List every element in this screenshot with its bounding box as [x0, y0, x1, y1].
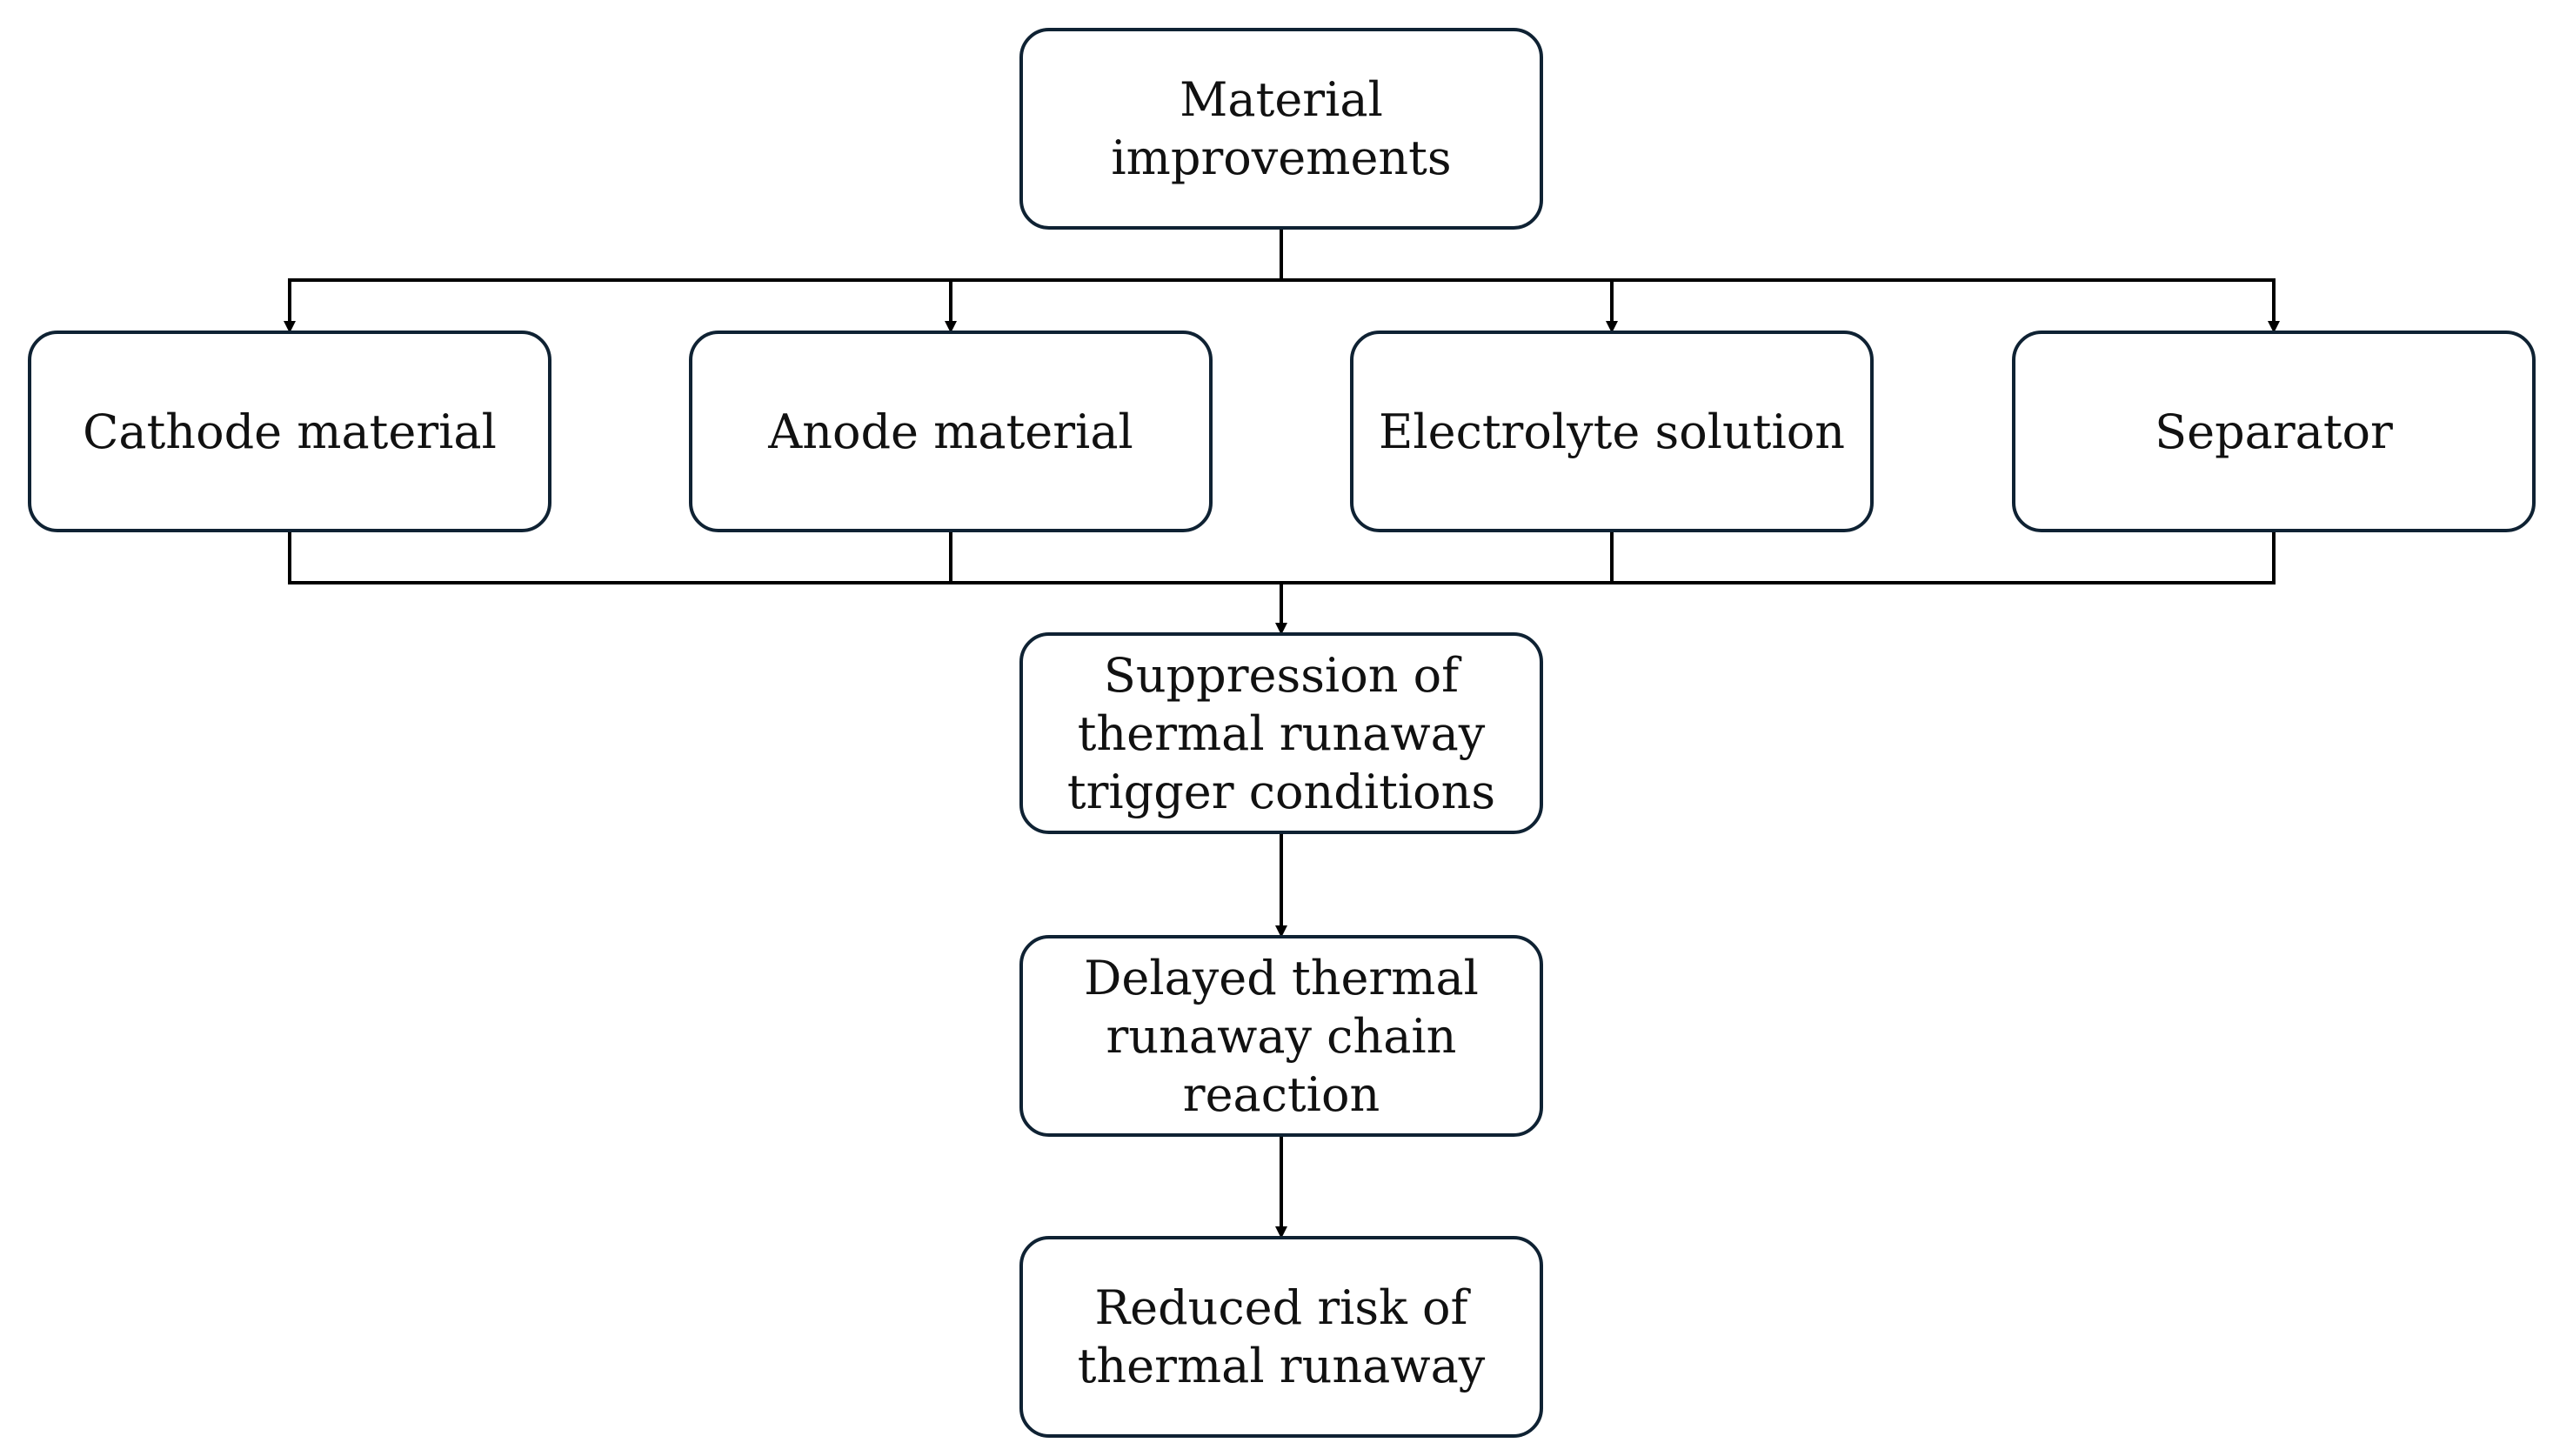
electrolyte-solution-label: Electrolyte solution [1378, 404, 1846, 459]
material-improvements-node: Material improvements [1019, 28, 1543, 230]
cathode-material-label: Cathode material [83, 404, 497, 459]
separator-node: Separator [2012, 331, 2536, 532]
reduced-risk-label: Reduced risk of thermal runaway [1077, 1280, 1486, 1393]
suppression-node: Suppression of thermal runaway trigger c… [1019, 632, 1543, 834]
material-improvements-label: Material improvements [1111, 72, 1452, 185]
anode-material-label: Anode material [768, 404, 1133, 459]
delayed-chain-reaction-node: Delayed thermal runaway chain reaction [1019, 935, 1543, 1137]
delayed-chain-reaction-label: Delayed thermal runaway chain reaction [1084, 950, 1479, 1122]
electrolyte-solution-node: Electrolyte solution [1350, 331, 1874, 532]
suppression-label: Suppression of thermal runaway trigger c… [1066, 647, 1496, 819]
separator-label: Separator [2155, 404, 2393, 459]
reduced-risk-node: Reduced risk of thermal runaway [1019, 1236, 1543, 1438]
cathode-material-node: Cathode material [28, 331, 551, 532]
anode-material-node: Anode material [689, 331, 1213, 532]
